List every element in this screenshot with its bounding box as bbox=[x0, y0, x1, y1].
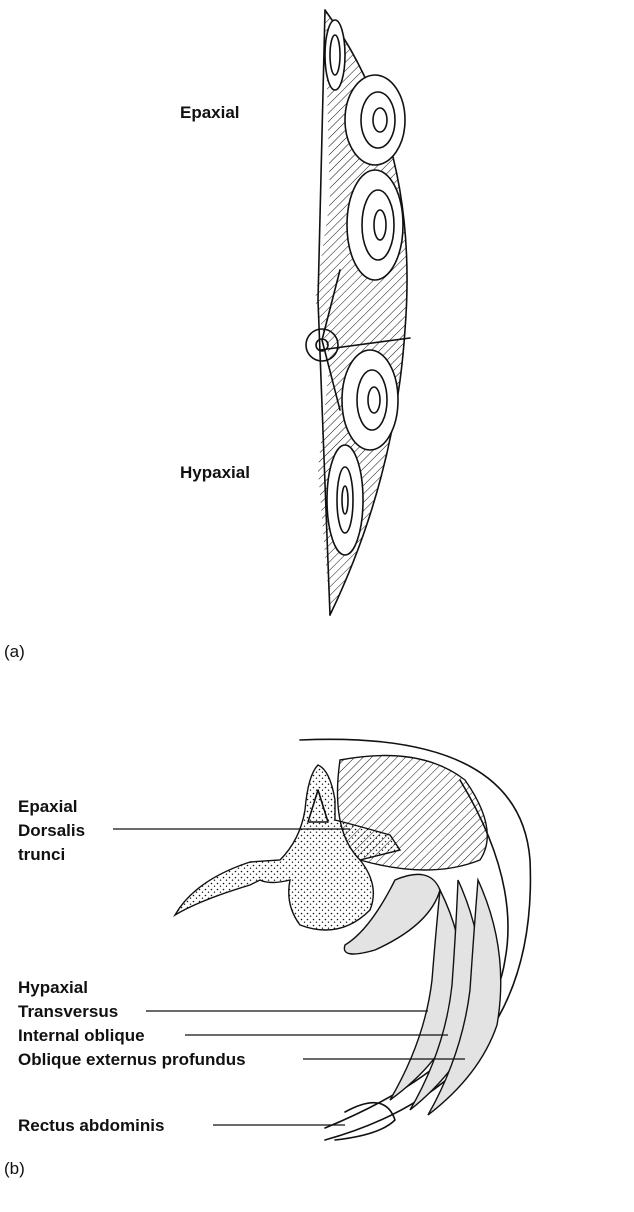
label-rectus-b: Rectus abdominis bbox=[18, 1116, 164, 1135]
panel-b: Epaxial Dorsalis trunci Hypaxial Transve… bbox=[4, 739, 530, 1178]
panel-tag-b: (b) bbox=[4, 1159, 25, 1178]
label-hypaxial-b: Hypaxial bbox=[18, 978, 88, 997]
label-internal-oblique-b: Internal oblique bbox=[18, 1026, 145, 1045]
label-oblique-externus-b: Oblique externus profundus bbox=[18, 1050, 246, 1069]
label-dorsalis-b-1: Dorsalis bbox=[18, 821, 85, 840]
myotome-shape bbox=[306, 10, 410, 615]
label-dorsalis-b-2: trunci bbox=[18, 845, 65, 864]
panel-a: Epaxial Hypaxial (a) bbox=[4, 10, 410, 661]
label-epaxial-b: Epaxial bbox=[18, 797, 78, 816]
panel-tag-a: (a) bbox=[4, 642, 25, 661]
label-epaxial-a: Epaxial bbox=[180, 103, 240, 122]
label-hypaxial-a: Hypaxial bbox=[180, 463, 250, 482]
label-transversus-b: Transversus bbox=[18, 1002, 118, 1021]
